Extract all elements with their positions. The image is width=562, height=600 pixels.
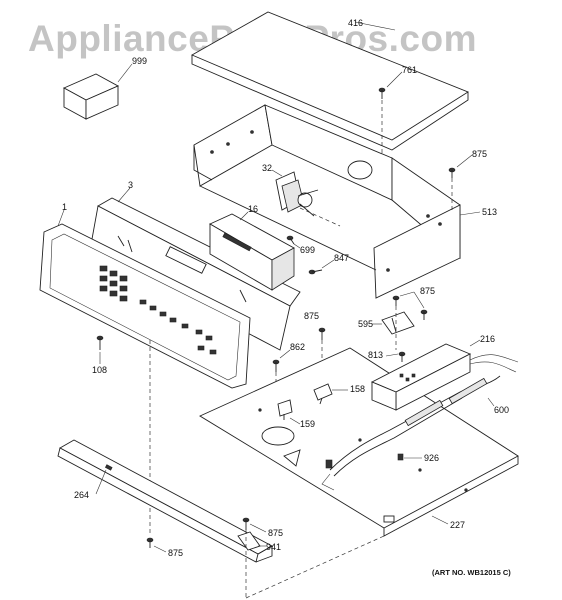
terminal-block-216: [370, 339, 519, 411]
switch-158: [313, 383, 348, 405]
carton-box-999: [62, 63, 133, 120]
label-513: 513: [482, 207, 498, 217]
label-941: 941: [266, 542, 282, 552]
screws-875-pair: [392, 291, 428, 320]
label-813: 813: [368, 350, 384, 360]
label-264: 264: [74, 490, 90, 500]
alignment-lines: [245, 178, 453, 599]
label-699: 699: [300, 245, 316, 255]
bracket-595: [372, 311, 415, 335]
label-875-bottom-left: 875: [168, 548, 184, 558]
label-159: 159: [300, 419, 316, 429]
label-875-top: 875: [472, 149, 488, 159]
screws-875-bottom: [146, 517, 267, 553]
screw-813: [385, 351, 406, 362]
label-875-mid: 875: [304, 311, 320, 321]
control-buttons: [99, 265, 217, 355]
clip-926: [397, 453, 422, 461]
bottom-plate-227: [199, 347, 519, 537]
sensor-159: [277, 399, 301, 425]
label-416: 416: [348, 18, 364, 28]
label-862: 862: [290, 342, 306, 352]
trim-rail-264: [57, 439, 273, 563]
label-32: 32: [262, 163, 273, 173]
label-1: 1: [62, 202, 68, 212]
label-600: 600: [494, 405, 510, 415]
label-875-bottom-right: 875: [268, 528, 284, 538]
label-3: 3: [128, 180, 134, 190]
top-cover-416: [190, 11, 469, 151]
label-761: 761: [402, 65, 418, 75]
art-number: (ART NO. WB12015 C): [432, 568, 511, 577]
label-16: 16: [248, 204, 259, 214]
control-board-16: [209, 211, 295, 291]
label-227: 227: [450, 520, 466, 530]
label-595: 595: [358, 319, 374, 329]
fan-motor-32: [271, 169, 341, 227]
screw-699: [286, 235, 301, 249]
label-999: 999: [132, 56, 148, 66]
screw-761: [378, 71, 403, 155]
screw-847: [308, 259, 335, 275]
label-158: 158: [350, 384, 366, 394]
label-108: 108: [92, 365, 108, 375]
label-847: 847: [334, 253, 350, 263]
screw-875-top: [448, 154, 473, 178]
label-926: 926: [424, 453, 440, 463]
label-216: 216: [480, 334, 496, 344]
wire-harness-600: [321, 375, 501, 491]
label-875-pair: 875: [420, 286, 436, 296]
screw-108: [96, 335, 104, 364]
chassis-wrapper-513: [193, 104, 481, 299]
